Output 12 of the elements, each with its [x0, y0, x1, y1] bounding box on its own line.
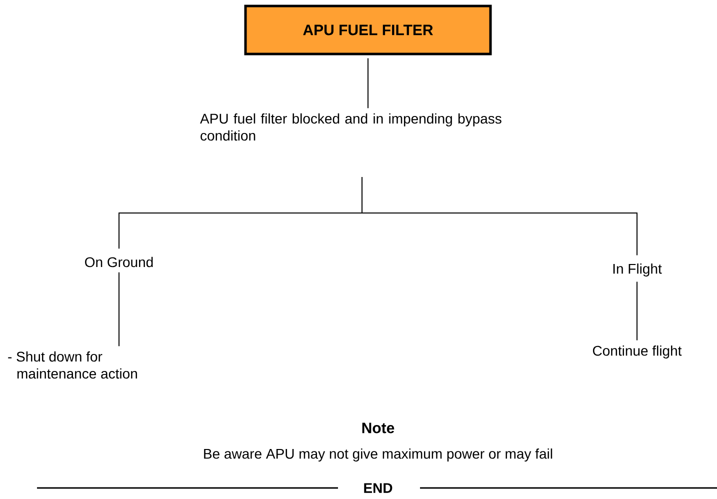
note-heading: Note	[362, 422, 394, 434]
branch-text: On Ground	[85, 256, 153, 268]
branch-text: Continue flight	[592, 345, 682, 359]
connector-line	[636, 281, 638, 341]
connector-line	[362, 176, 638, 256]
branch-text: In Flight	[613, 263, 662, 277]
note-text: Be aware APU may not give maximum power or may fail	[204, 448, 552, 462]
connector-line	[118, 272, 120, 347]
end-label: END	[364, 483, 392, 493]
action-text: - Shut down for maintenance action	[8, 351, 137, 379]
condition-text: APU fuel filter blocked and in impending bypass condition	[200, 113, 502, 141]
title-box: APU FUEL FILTER	[244, 4, 492, 56]
